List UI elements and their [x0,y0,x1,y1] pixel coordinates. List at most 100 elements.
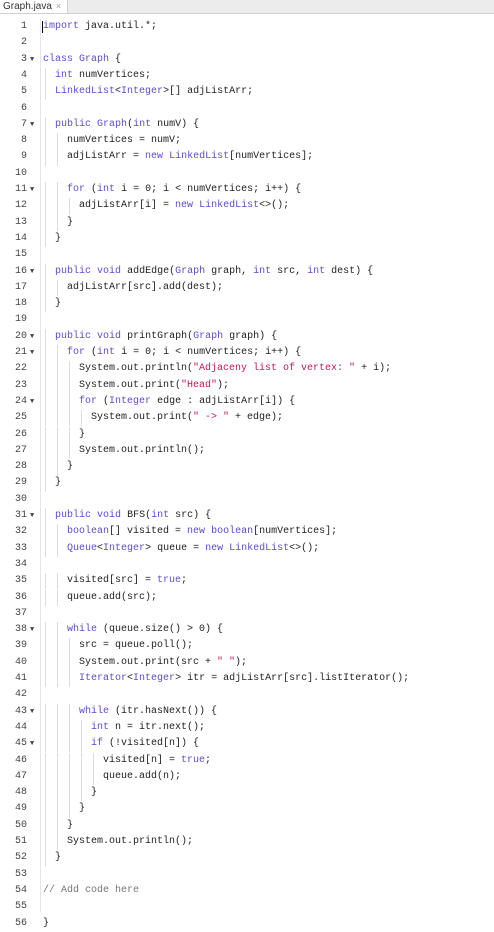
code-line[interactable]: 38▼ while (queue.size() > 0) { [0,622,494,639]
indent-guide [45,230,46,248]
fold-arrow-icon[interactable]: ▼ [30,55,35,64]
code-line[interactable]: 24▼ for (Integer edge : adjListArr[i]) { [0,393,494,411]
code-line[interactable]: 14 } [0,230,494,248]
fold-arrow-icon[interactable]: ▼ [30,512,35,520]
code-line[interactable]: 5 LinkedList<Integer>[] adjListArr; [0,84,494,101]
indent-guide [57,345,59,362]
indent-guide [45,84,46,101]
line-number: 6 [20,102,27,114]
code-text: int numVertices; [55,69,152,81]
line-number: 4 [20,69,27,81]
code-line[interactable]: 53 [0,867,494,883]
indent-guide [57,589,59,606]
code-text: import java.util.*; [43,21,158,32]
code-line[interactable]: 35 visited[src] = true; [0,573,494,590]
tab-graph-java[interactable]: Graph.java× [0,0,69,13]
code-text: public Graph(int numV) { [55,118,200,130]
code-line[interactable]: 10 [0,166,494,182]
code-line[interactable]: 50 } [0,817,494,834]
code-line[interactable]: 34 [0,557,494,573]
fold-arrow-icon[interactable]: ▼ [30,397,35,406]
code-line[interactable]: 36 queue.add(src); [0,589,494,606]
code-line[interactable]: 42 [0,687,494,703]
code-line[interactable]: 9 adjListArr = new LinkedList[numVertice… [0,149,494,166]
fold-arrow-icon[interactable]: ▼ [30,267,35,276]
tab-bar: Graph.java× [0,0,494,14]
code-text: for (int i = 0; i < numVertices; i++) { [67,347,302,358]
indent-guide [57,182,59,199]
code-line[interactable]: 44 int n = itr.next(); [0,719,494,737]
fold-arrow-icon[interactable]: ▼ [30,349,35,357]
code-line[interactable]: 2 [0,35,494,51]
line-number: 43 [14,705,27,717]
indent-guide [57,785,59,802]
code-line[interactable]: 23 System.out.print("Head"); [0,377,494,394]
line-number: 53 [14,868,27,880]
code-line[interactable]: 19 [0,312,494,328]
code-line[interactable]: 12 adjListArr[i] = new LinkedList<>(); [0,198,494,215]
code-line[interactable]: 16▼ public void addEdge(Graph graph, int… [0,263,494,280]
code-text: System.out.println(); [43,836,194,847]
code-line[interactable]: 33 Queue<Integer> queue = new LinkedList… [0,540,494,557]
code-text: class Graph { [43,53,122,65]
line-number: 35 [14,575,27,587]
code-line[interactable]: 40 System.out.print(src + " "); [0,654,494,671]
code-line[interactable]: 27 System.out.println(); [0,442,494,460]
code-line[interactable]: 8 numVertices = numV; [0,133,494,150]
code-line[interactable]: 18 } [0,296,494,313]
code-line[interactable]: 28 } [0,459,494,476]
code-text: src = queue.poll(); [43,640,194,652]
code-line[interactable]: 25 System.out.print(" -> " + edge); [0,410,494,427]
code-line[interactable]: 21▼ for (int i = 0; i < numVertices; i++… [0,345,494,362]
fold-arrow-icon[interactable]: ▼ [30,626,35,635]
code-line[interactable]: 13 } [0,214,494,231]
fold-arrow-icon[interactable]: ▼ [30,332,35,341]
code-line[interactable]: 6 [0,101,494,117]
code-line[interactable]: 29 } [0,475,494,492]
indent-guide [45,540,46,557]
fold-arrow-icon[interactable]: ▼ [30,707,35,716]
line-number: 11 [14,184,27,195]
code-line[interactable]: 49 } [0,801,494,818]
code-line[interactable]: 32 boolean[] visited = new boolean[numVe… [0,524,494,541]
code-line[interactable]: 20▼ public void printGraph(Graph graph) … [0,328,494,345]
code-line[interactable]: 22 System.out.println("Adjaceny list of … [0,361,494,378]
fold-arrow-icon[interactable]: ▼ [30,120,35,129]
code-line[interactable]: 41 Iterator<Integer> itr = adjListArr[sr… [0,671,494,688]
fold-arrow-icon[interactable]: ▼ [30,186,35,194]
code-line[interactable]: 15 [0,247,494,263]
code-line[interactable]: 56} [0,916,494,932]
code-text: } [43,819,74,831]
code-line[interactable]: 46 visited[n] = true; [0,752,494,769]
code-line[interactable]: 39 src = queue.poll(); [0,638,494,655]
code-line[interactable]: 4 int numVertices; [0,67,494,85]
code-line[interactable]: 17 adjListArr[src].add(dest); [0,279,494,297]
code-line[interactable]: 54// Add code here [0,883,494,899]
code-line[interactable]: 26 } [0,426,494,443]
code-line[interactable]: 37 [0,606,494,622]
fold-arrow-icon[interactable]: ▼ [30,740,35,749]
line-number: 40 [14,656,27,668]
code-line[interactable]: 30 [0,492,494,508]
code-line[interactable]: 52 } [0,850,494,867]
code-line[interactable]: 11▼ for (int i = 0; i < numVertices; i++… [0,182,494,199]
line-number: 50 [14,819,27,831]
close-icon[interactable]: × [55,1,62,11]
code-text: System.out.println("Adjaceny list of ver… [43,363,392,375]
line-number: 47 [14,770,27,782]
code-line[interactable]: 31▼ public void BFS(int src) { [0,508,494,525]
code-text: System.out.println(); [43,444,206,456]
code-line[interactable]: 7▼ public Graph(int numV) { [0,116,494,134]
code-line[interactable]: 45▼ if (!visited[n]) { [0,736,494,753]
code-line[interactable]: 51 System.out.println(); [0,834,494,851]
code-line[interactable]: 47 queue.add(n); [0,768,494,786]
code-line[interactable]: 43▼ while (itr.hasNext()) { [0,703,494,720]
code-line[interactable]: 3▼class Graph { [0,52,494,68]
code-line[interactable]: 55 [0,899,494,915]
indent-guide [45,426,46,443]
code-line[interactable]: 48 } [0,785,494,802]
line-number: 37 [14,607,27,619]
code-text: if (!visited[n]) { [91,738,200,750]
